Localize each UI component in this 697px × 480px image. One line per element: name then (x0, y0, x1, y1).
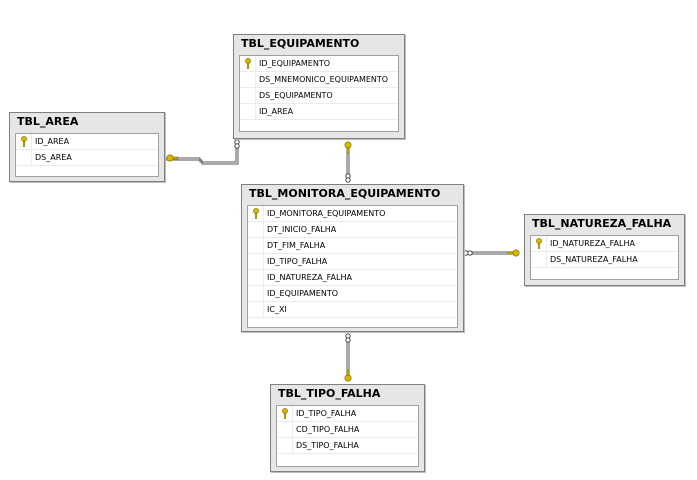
column-row[interactable]: ID_EQUIPAMENTO (240, 56, 398, 72)
column-row[interactable]: ID_NATUREZA_FALHA (531, 236, 678, 252)
column-row[interactable]: ID_NATUREZA_FALHA (248, 270, 457, 286)
column-name: DT_FIM_FALHA (267, 241, 326, 250)
column-row[interactable]: DT_INICIO_FALHA (248, 222, 457, 238)
column-name: ID_NATUREZA_FALHA (550, 239, 635, 248)
key-icon (166, 154, 179, 162)
relationship-monitora-natureza[interactable] (466, 251, 514, 255)
table-monitora-equipamento[interactable]: TBL_MONITORA_EQUIPAMENTO ID_MONITORA_EQU… (241, 184, 464, 332)
table-area[interactable]: TBL_AREA ID_AREA DS_AREA (9, 112, 165, 182)
column-row[interactable]: CD_TIPO_FALHA (277, 422, 418, 438)
column-list: ID_AREA DS_AREA (15, 133, 159, 177)
column-row[interactable]: ID_TIPO_FALHA (248, 254, 457, 270)
column-name: DS_TIPO_FALHA (296, 441, 359, 450)
column-name: DS_EQUIPAMENTO (259, 91, 333, 100)
column-name: ID_AREA (259, 107, 294, 116)
column-row[interactable]: ID_TIPO_FALHA (277, 406, 418, 422)
column-name: ID_MONITORA_EQUIPAMENTO (267, 209, 386, 218)
column-list: ID_NATUREZA_FALHA DS_NATUREZA_FALHA (530, 235, 679, 280)
infinity-icon (234, 139, 240, 149)
column-row[interactable]: DT_FIM_FALHA (248, 238, 457, 254)
column-list: ID_TIPO_FALHA CD_TIPO_FALHA DS_TIPO_FALH… (276, 405, 419, 467)
infinity-icon (345, 173, 351, 183)
column-row[interactable]: ID_AREA (16, 134, 158, 150)
column-list: ID_MONITORA_EQUIPAMENTO DT_INICIO_FALHA … (247, 205, 458, 328)
column-name: ID_TIPO_FALHA (267, 257, 328, 266)
column-name: DS_MNEMONICO_EQUIPAMENTO (259, 75, 389, 84)
infinity-icon (463, 250, 473, 256)
column-row[interactable]: ID_MONITORA_EQUIPAMENTO (248, 206, 457, 222)
key-icon (507, 249, 520, 257)
column-row[interactable]: DS_AREA (16, 150, 158, 166)
column-name: ID_NATUREZA_FALHA (267, 273, 352, 282)
infinity-icon (345, 333, 351, 343)
column-name: DS_AREA (35, 153, 72, 162)
column-list: ID_EQUIPAMENTO DS_MNEMONICO_EQUIPAMENTO … (239, 55, 399, 132)
column-name: CD_TIPO_FALHA (296, 425, 360, 434)
key-icon (21, 136, 27, 147)
column-row[interactable]: DS_MNEMONICO_EQUIPAMENTO (240, 72, 398, 88)
column-name: ID_AREA (35, 137, 70, 146)
column-row[interactable]: IC_XI (248, 302, 457, 318)
table-tipo-falha[interactable]: TBL_TIPO_FALHA ID_TIPO_FALHA CD_TIPO_FAL… (270, 384, 425, 472)
table-title: TBL_TIPO_FALHA (278, 387, 381, 400)
table-title: TBL_MONITORA_EQUIPAMENTO (249, 187, 441, 200)
column-row[interactable]: DS_TIPO_FALHA (277, 438, 418, 454)
key-icon (536, 238, 542, 249)
column-name: ID_EQUIPAMENTO (267, 289, 338, 298)
table-title: TBL_AREA (17, 115, 79, 128)
column-name: DS_NATUREZA_FALHA (550, 255, 638, 264)
column-name: ID_TIPO_FALHA (296, 409, 357, 418)
table-title: TBL_EQUIPAMENTO (241, 37, 360, 50)
key-icon (344, 369, 352, 382)
key-icon (282, 408, 288, 419)
column-row[interactable]: DS_NATUREZA_FALHA (531, 252, 678, 268)
table-equipamento[interactable]: TBL_EQUIPAMENTO ID_EQUIPAMENTO DS_MNEMON… (233, 34, 405, 139)
column-name: DT_INICIO_FALHA (267, 225, 337, 234)
key-icon (253, 208, 259, 219)
column-row[interactable]: ID_AREA (240, 104, 398, 120)
relationship-area-equipamento[interactable] (165, 137, 239, 165)
column-name: ID_EQUIPAMENTO (259, 59, 330, 68)
key-icon (344, 141, 352, 154)
column-row[interactable]: ID_EQUIPAMENTO (248, 286, 457, 302)
column-name: IC_XI (267, 305, 287, 314)
table-natureza-falha[interactable]: TBL_NATUREZA_FALHA ID_NATUREZA_FALHA DS_… (524, 214, 685, 286)
table-title: TBL_NATUREZA_FALHA (532, 217, 672, 230)
column-row[interactable]: DS_EQUIPAMENTO (240, 88, 398, 104)
key-icon (245, 58, 251, 69)
